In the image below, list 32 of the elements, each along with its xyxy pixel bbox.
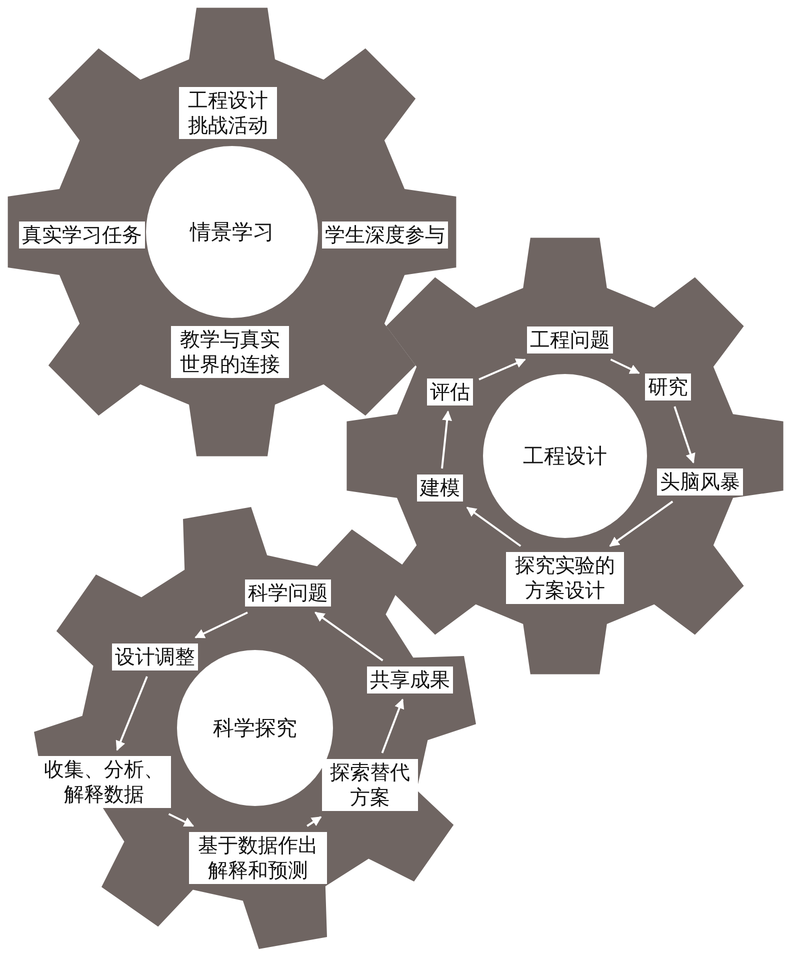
gear-label: 科学探究 <box>213 715 297 742</box>
step-label: 教学与真实世界的连接 <box>171 326 289 378</box>
step-label: 基于数据作出解释和预测 <box>189 832 327 884</box>
step-label: 共享成果 <box>367 666 453 694</box>
gear-shape <box>33 506 477 950</box>
step-label: 工程问题 <box>527 326 613 354</box>
step-label: 收集、分析、解释数据 <box>37 756 171 808</box>
step-label: 设计调整 <box>112 644 198 670</box>
step-label: 真实学习任务 <box>19 222 145 248</box>
step-label: 工程设计挑战活动 <box>179 87 277 139</box>
arrow <box>610 358 640 374</box>
arrow <box>609 500 674 547</box>
arrow <box>441 410 452 469</box>
arrow <box>381 698 404 754</box>
arrow <box>116 676 148 751</box>
arrow <box>314 612 384 662</box>
step-label: 学生深度参与 <box>322 222 448 248</box>
arrow <box>478 358 526 380</box>
arrow <box>194 612 248 638</box>
step-label: 建模 <box>417 474 463 502</box>
arrow <box>306 816 322 827</box>
arrow <box>168 813 194 827</box>
arrow <box>674 406 696 464</box>
step-label: 头脑风暴 <box>657 468 743 496</box>
step-label: 研究 <box>645 374 691 400</box>
step-label: 探究实验的方案设计 <box>506 552 624 604</box>
gear-label: 工程设计 <box>523 443 607 470</box>
step-label: 科学问题 <box>245 580 331 606</box>
step-label: 探索替代方案 <box>322 759 418 811</box>
step-label: 评估 <box>427 378 473 406</box>
arrow <box>466 506 522 547</box>
gear-label: 情景学习 <box>190 219 274 246</box>
